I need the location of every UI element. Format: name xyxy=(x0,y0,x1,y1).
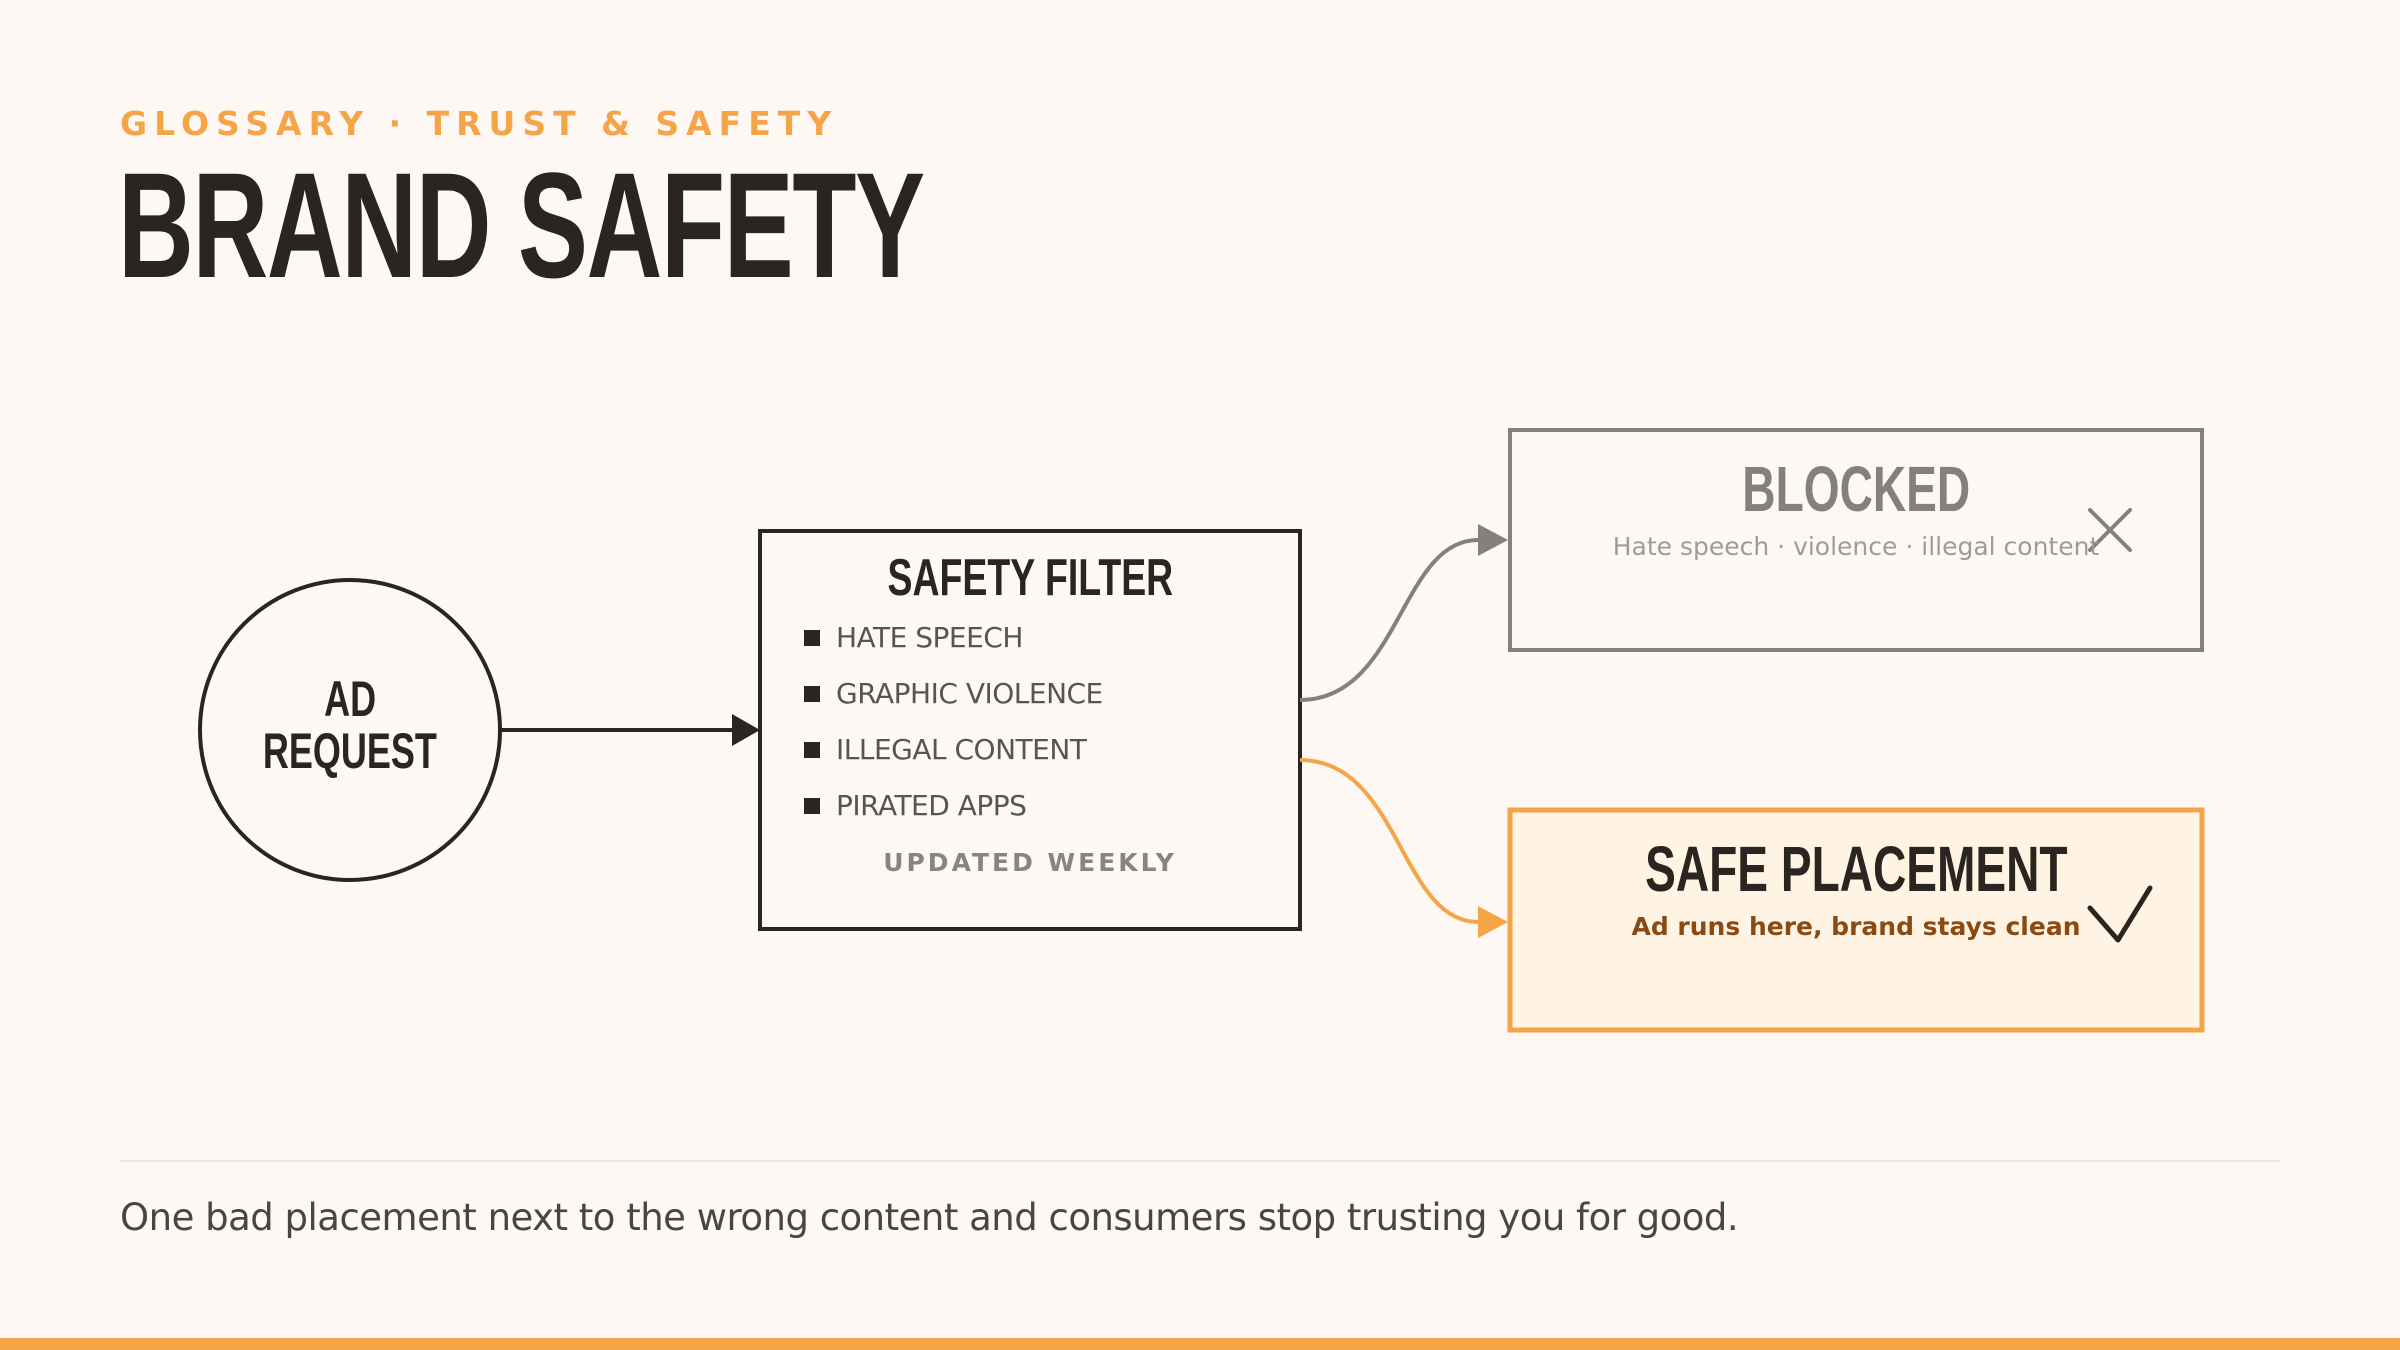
footer-caption: One bad placement next to the wrong cont… xyxy=(120,1196,1739,1239)
safety-filter-title-text: SAFETY FILTER xyxy=(887,549,1173,607)
filter-to-blocked-connector xyxy=(1299,538,1479,702)
blocked-node xyxy=(1508,428,2204,652)
page-title: BRAND SAFETY xyxy=(118,141,925,309)
eyebrow-label: GLOSSARY · TRUST & SAFETY xyxy=(120,104,839,143)
safe-placement-description: Ad runs here, brand stays clean xyxy=(1631,912,2081,941)
ad-request-line1: AD xyxy=(324,671,376,727)
safety-filter-node xyxy=(758,529,1302,931)
ad-request-label: AD REQUEST xyxy=(200,673,500,777)
filter-item-graphic-violence: GRAPHIC VIOLENCE xyxy=(804,672,1103,728)
blocked-title: BLOCKED xyxy=(1510,452,2202,526)
filter-item-hate-speech: HATE SPEECH xyxy=(804,616,1103,672)
filter-to-safe-connector xyxy=(1299,758,1479,924)
footer-divider xyxy=(120,1160,2280,1162)
safety-filter-note: UPDATED WEEKLY xyxy=(883,848,1177,877)
filter-item-illegal-content: ILLEGAL CONTENT xyxy=(804,728,1103,784)
filter-item-pirated-apps: PIRATED APPS xyxy=(804,784,1103,840)
request-to-filter-arrowhead xyxy=(732,714,760,746)
accent-bar xyxy=(0,1338,2400,1350)
filter-to-safe-arrowhead xyxy=(1478,906,1508,938)
ad-request-line2: REQUEST xyxy=(262,723,438,779)
safety-filter-title: SAFETY FILTER xyxy=(760,548,1300,608)
safe-placement-title-text: SAFE PLACEMENT xyxy=(1644,833,2068,905)
safety-filter-list: HATE SPEECH GRAPHIC VIOLENCE ILLEGAL CON… xyxy=(804,616,1103,840)
safe-placement-title: SAFE PLACEMENT xyxy=(1510,832,2202,906)
blocked-description: Hate speech · violence · illegal content xyxy=(1612,532,2100,561)
close-icon xyxy=(2088,508,2132,552)
filter-to-blocked-arrowhead xyxy=(1478,524,1508,556)
safe-placement-node xyxy=(1507,807,2205,1033)
blocked-title-text: BLOCKED xyxy=(1742,453,1970,525)
checkmark-icon xyxy=(2087,885,2153,943)
